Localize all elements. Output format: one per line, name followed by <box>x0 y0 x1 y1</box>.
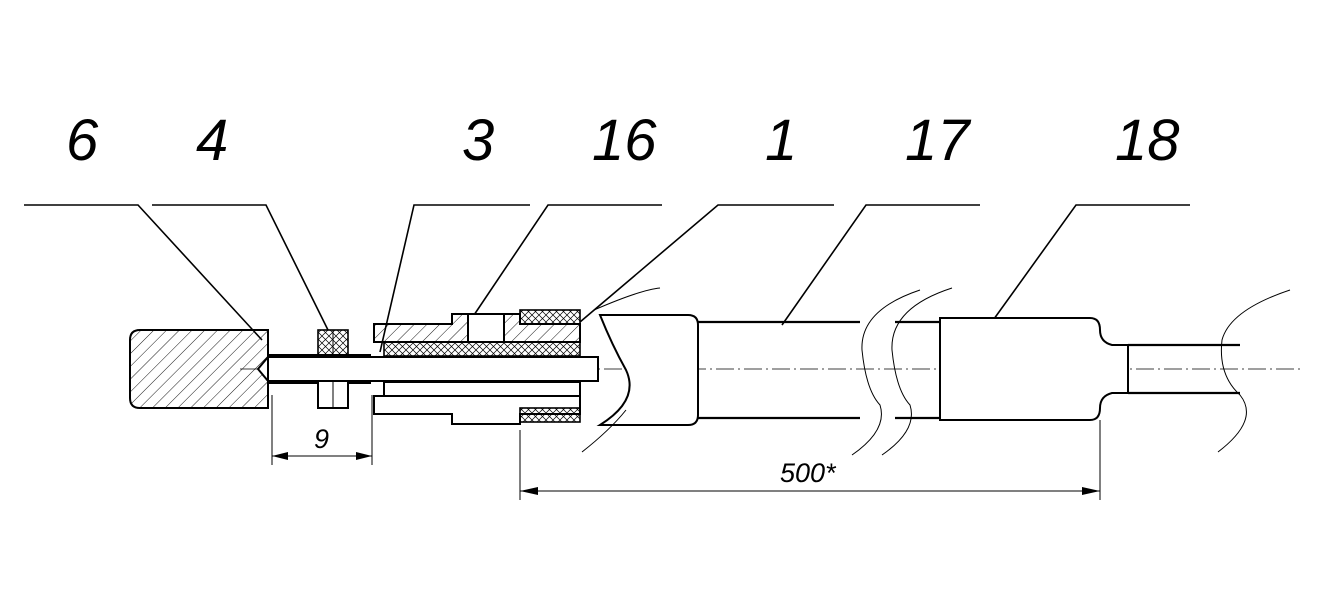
label-part-18: 18 <box>1115 108 1180 173</box>
leader-lines <box>24 204 1190 353</box>
part-18-ferrule <box>939 289 1291 453</box>
label-part-6: 6 <box>66 108 99 173</box>
label-part-16: 16 <box>592 108 657 173</box>
part-4-insert <box>317 329 349 409</box>
dimension-500-label: 500* <box>780 458 837 488</box>
cable-boot <box>581 287 699 453</box>
dimension-500: 500* <box>519 420 1101 500</box>
leader-18 <box>985 204 1190 331</box>
label-part-4: 4 <box>196 108 228 173</box>
label-part-3: 3 <box>462 108 494 173</box>
leader-16 <box>471 204 662 319</box>
leader-1 <box>579 204 834 323</box>
label-part-17: 17 <box>905 108 972 173</box>
connector-body <box>267 309 599 425</box>
cable-17 <box>698 287 953 456</box>
leader-17 <box>781 204 980 326</box>
leader-3 <box>379 204 530 353</box>
dimension-9-label: 9 <box>314 424 329 454</box>
leader-6 <box>24 204 263 341</box>
leader-4 <box>152 204 329 331</box>
dimension-9: 9 <box>271 395 373 465</box>
label-part-1: 1 <box>765 108 797 173</box>
